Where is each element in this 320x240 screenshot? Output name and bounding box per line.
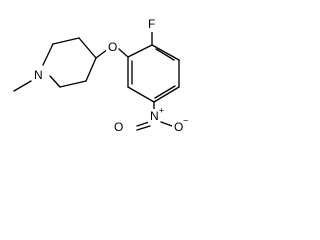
bond-methyl-n	[13, 80, 32, 92]
nitro-n-label: N	[150, 109, 159, 123]
nitro-n-label-bg	[148, 109, 159, 123]
bond-o-c1	[118, 48, 129, 58]
nitro-o-top-label-bg	[112, 121, 123, 135]
bond-ar-c2-c3	[151, 44, 180, 61]
bond-c4-c5	[85, 57, 97, 82]
o-ether-label-bg	[106, 41, 118, 55]
nitro-minus-label: −	[183, 115, 188, 125]
bond-ar-c5-c6	[127, 86, 155, 103]
bond-nitro-o-left-double	[136, 125, 151, 131]
bond-n-c2	[42, 43, 54, 66]
nitro-o-bottom-label: O	[174, 120, 183, 134]
n-ring-label: N	[34, 68, 43, 82]
nitro-o-bottom-label-bg	[172, 121, 183, 135]
f-label: F	[148, 17, 155, 31]
bond-ar-double-3	[155, 48, 175, 61]
bond-ar-c1-c2	[127, 44, 153, 58]
o-ether-label: O	[108, 40, 117, 54]
bond-c6-n	[49, 75, 61, 88]
bond-ar-c4-c5	[153, 86, 180, 103]
bond-c2-c3	[52, 37, 80, 45]
bond-nitro-o-right	[160, 121, 173, 127]
f-label-bg	[146, 18, 156, 32]
bond-ar-double-2	[154, 85, 176, 99]
bond-c3-c4	[78, 37, 97, 59]
bond-nitro-o-left	[136, 121, 150, 127]
nitro-plus-label: +	[159, 105, 164, 115]
structure-diagram: N O F N + O O −	[13, 17, 188, 135]
bond-c5-c6	[59, 80, 87, 88]
n-ring-label-bg	[32, 68, 43, 82]
nitro-o-top-label: O	[114, 120, 123, 134]
molecule-canvas: N O F N + O O −	[0, 0, 250, 137]
